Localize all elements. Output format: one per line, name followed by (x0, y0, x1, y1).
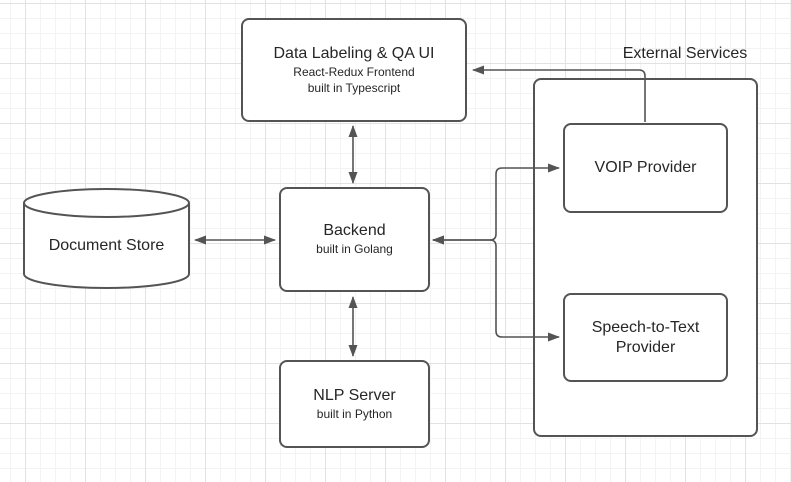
document-store-shape[interactable] (23, 188, 190, 289)
node-voip-provider[interactable]: VOIP Provider (563, 123, 728, 213)
node-subtitle: React-Redux Frontend (293, 64, 415, 79)
node-backend[interactable]: Backend built in Golang (279, 187, 430, 292)
node-subtitle: built in Python (316, 406, 393, 421)
node-document-store-label: Document Store (48, 237, 165, 254)
node-title: VOIP Provider (594, 159, 697, 176)
node-title: NLP Server (313, 386, 396, 404)
edge-voip-ui[interactable] (472, 65, 646, 122)
node-title: Speech-to-Text Provider (591, 318, 700, 356)
external-services-label: External Services (622, 45, 748, 62)
node-title: Backend (323, 222, 386, 240)
edge-backend-voip[interactable] (432, 163, 560, 245)
node-data-labeling-ui[interactable]: Data Labeling & QA UI React-Redux Fronte… (241, 18, 467, 122)
node-title: Data Labeling & QA UI (273, 44, 435, 62)
node-speech-to-text-provider[interactable]: Speech-to-Text Provider (563, 293, 728, 382)
edge-backend-stt[interactable] (432, 235, 560, 342)
node-nlp-server[interactable]: NLP Server built in Python (279, 360, 430, 448)
node-subtitle: built in Golang (316, 242, 393, 257)
node-subtitle: built in Typescript (307, 81, 401, 95)
